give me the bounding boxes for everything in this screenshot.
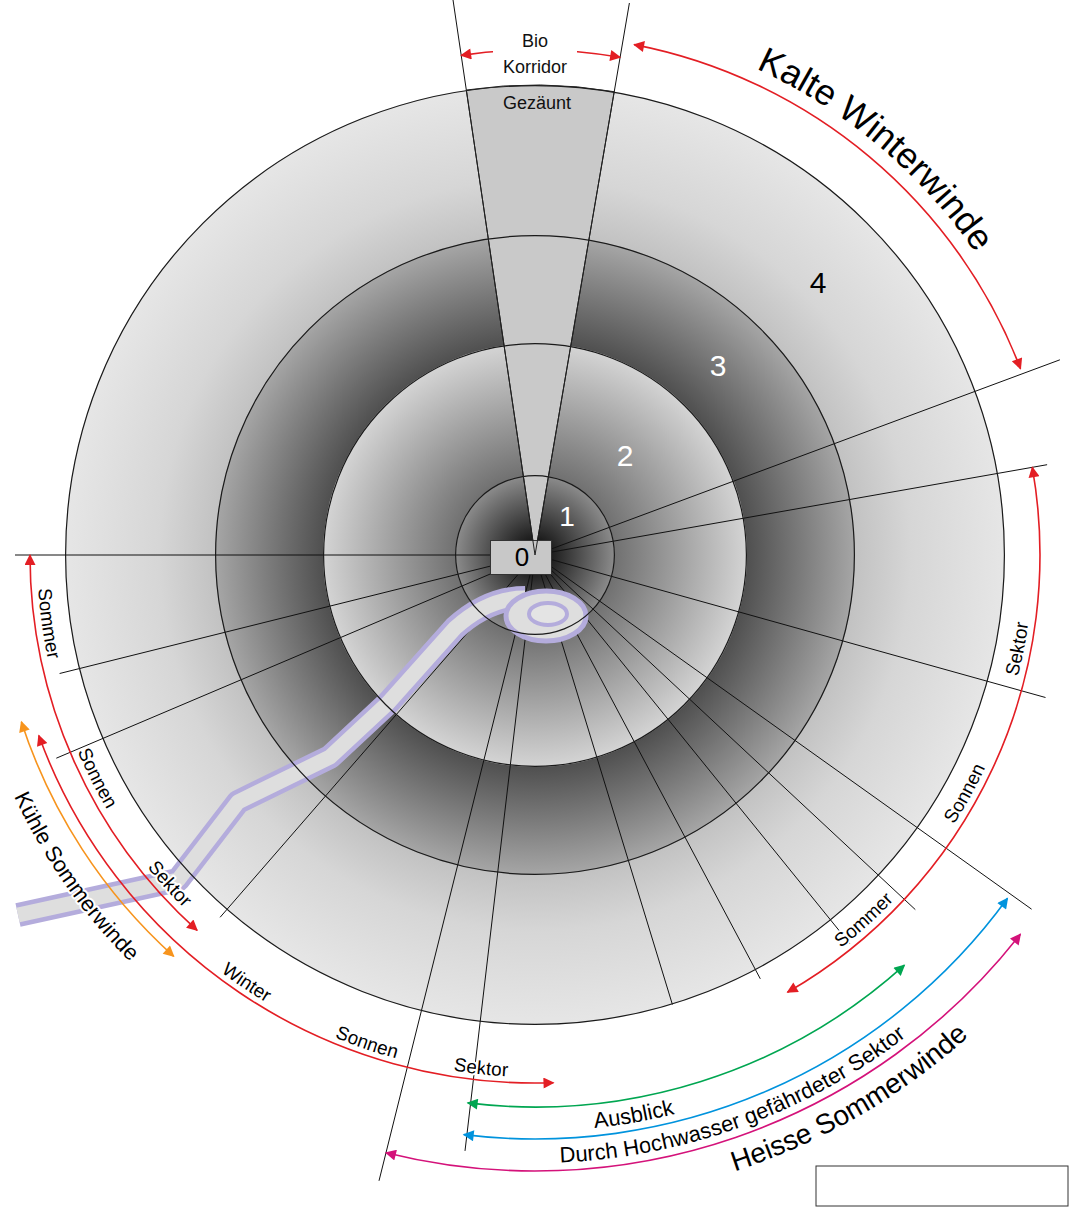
sector-arc: [39, 736, 554, 1083]
sector-label: Durch Hochwasser gefährdeter Sektor: [559, 1020, 910, 1167]
sector-label: Kühle Sommerwinde: [10, 788, 145, 966]
sector-label: Sonnen: [333, 1021, 401, 1062]
sector-label: Sonnen: [74, 745, 122, 812]
sector-line: [465, 555, 535, 1151]
sector-arc: [21, 722, 173, 956]
fenced-wedge: [466, 85, 614, 555]
sector-label: Winter: [218, 958, 275, 1006]
sector-label: Heisse Sommerwinde: [727, 1017, 973, 1177]
sector-label: Sommer: [830, 888, 897, 951]
sector-line: [535, 360, 1060, 555]
sector-line: [535, 465, 1047, 555]
zone-caption: Gezäunt: [503, 94, 571, 114]
sector-line: [15, 555, 535, 556]
sector-label: Sommer: [34, 587, 65, 661]
empty-frame: [816, 1166, 1068, 1206]
zone-number: 3: [710, 349, 727, 382]
sector-arc: [464, 898, 1008, 1139]
sector-lines: [15, 0, 1060, 1181]
zone-number: 2: [617, 439, 634, 472]
zone-number: 0: [515, 543, 529, 572]
sector-label: Sektor: [144, 857, 196, 912]
sector-label: Sonnen: [939, 760, 989, 827]
sector-label: Sektor: [453, 1054, 510, 1081]
sector-line: [56, 555, 535, 758]
sector-label: Sektor: [1001, 620, 1032, 678]
sector-label: Kalte Winterwinde: [752, 39, 1002, 258]
zone-4: 4 3 2 1 0 Gezäunt: [65, 85, 1005, 1025]
corridor-label: Bio Korridor: [493, 28, 577, 80]
sector-label: Ausblick: [592, 1094, 677, 1133]
zone-number: 1: [559, 502, 575, 533]
sector-arc: [468, 965, 905, 1107]
wedge-outline: [459, 85, 621, 555]
sector-arc: [788, 467, 1040, 992]
stream: [18, 591, 586, 915]
sector-line: [535, 555, 1032, 909]
sector-line: [535, 555, 915, 910]
zone-0-house: 0: [490, 540, 552, 575]
zone-number: 4: [810, 266, 827, 299]
fenced-wedge: Gezäunt: [459, 85, 621, 555]
sector-line: [379, 555, 535, 1181]
sector-arc: [386, 934, 1020, 1171]
sector-arc: [634, 45, 1020, 369]
sector-arcs: [21, 45, 1040, 1171]
